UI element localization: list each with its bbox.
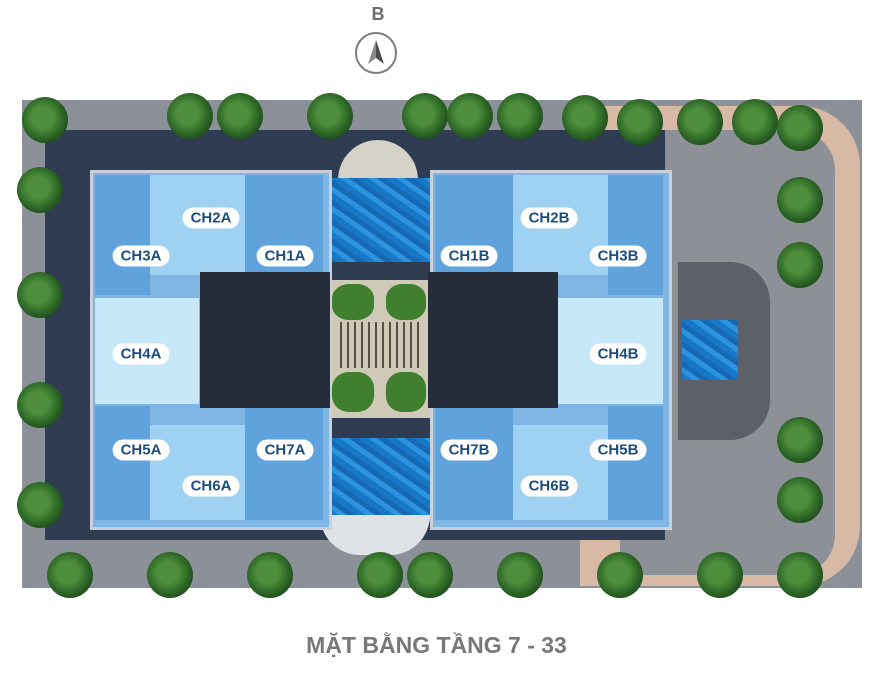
compass-icon [355, 32, 397, 74]
unit-label-ch5a[interactable]: CH5A [112, 439, 170, 461]
tree-icon [147, 552, 193, 598]
tree-icon [407, 552, 453, 598]
unit-ch7a [245, 406, 323, 520]
unit-ch7b [435, 406, 513, 520]
tree-icon [402, 93, 448, 139]
tree-icon [777, 477, 823, 523]
tree-icon [17, 482, 63, 528]
core-a [200, 272, 330, 408]
unit-label-ch7a[interactable]: CH7A [256, 439, 314, 461]
tree-icon [777, 552, 823, 598]
tree-icon [17, 167, 63, 213]
unit-ch6a [150, 425, 245, 520]
clubhouse-pool [682, 320, 738, 380]
tree-icon [677, 99, 723, 145]
unit-label-ch1b[interactable]: CH1B [440, 245, 498, 267]
unit-ch3a [95, 175, 150, 295]
unit-ch5b [608, 406, 663, 520]
tree-icon [777, 417, 823, 463]
tree-icon [777, 105, 823, 151]
unit-label-ch2b[interactable]: CH2B [520, 207, 578, 229]
tree-icon [17, 272, 63, 318]
unit-label-ch5b[interactable]: CH5B [589, 439, 647, 461]
unit-ch6b [513, 425, 608, 520]
unit-label-ch4b[interactable]: CH4B [589, 343, 647, 365]
pergola [340, 322, 420, 368]
tree-icon [497, 93, 543, 139]
tree-icon [732, 99, 778, 145]
tree-icon [777, 242, 823, 288]
unit-label-ch7b[interactable]: CH7B [440, 439, 498, 461]
pool-deck [320, 515, 430, 555]
compass-north-letter: B [371, 4, 385, 24]
tree-icon [307, 93, 353, 139]
unit-ch5a [95, 406, 150, 520]
unit-label-ch2a[interactable]: CH2A [182, 207, 240, 229]
page-title: MẶT BẰNG TẦNG 7 - 33 [306, 632, 567, 658]
tree-icon [167, 93, 213, 139]
unit-label-ch3a[interactable]: CH3A [112, 245, 170, 267]
unit-label-ch1a[interactable]: CH1A [256, 245, 314, 267]
unit-label-ch6a[interactable]: CH6A [182, 475, 240, 497]
tree-icon [562, 95, 608, 141]
tree-icon [247, 552, 293, 598]
tree-icon [47, 552, 93, 598]
tree-icon [357, 552, 403, 598]
core-b [428, 272, 558, 408]
unit-label-ch6b[interactable]: CH6B [520, 475, 578, 497]
tree-icon [497, 552, 543, 598]
tree-icon [697, 552, 743, 598]
tree-icon [777, 177, 823, 223]
tree-icon [22, 97, 68, 143]
tree-icon [617, 99, 663, 145]
tree-icon [17, 382, 63, 428]
unit-label-ch3b[interactable]: CH3B [589, 245, 647, 267]
tree-icon [217, 93, 263, 139]
unit-ch3b [608, 175, 663, 295]
unit-label-ch4a[interactable]: CH4A [112, 343, 170, 365]
tree-icon [447, 93, 493, 139]
tree-icon [597, 552, 643, 598]
